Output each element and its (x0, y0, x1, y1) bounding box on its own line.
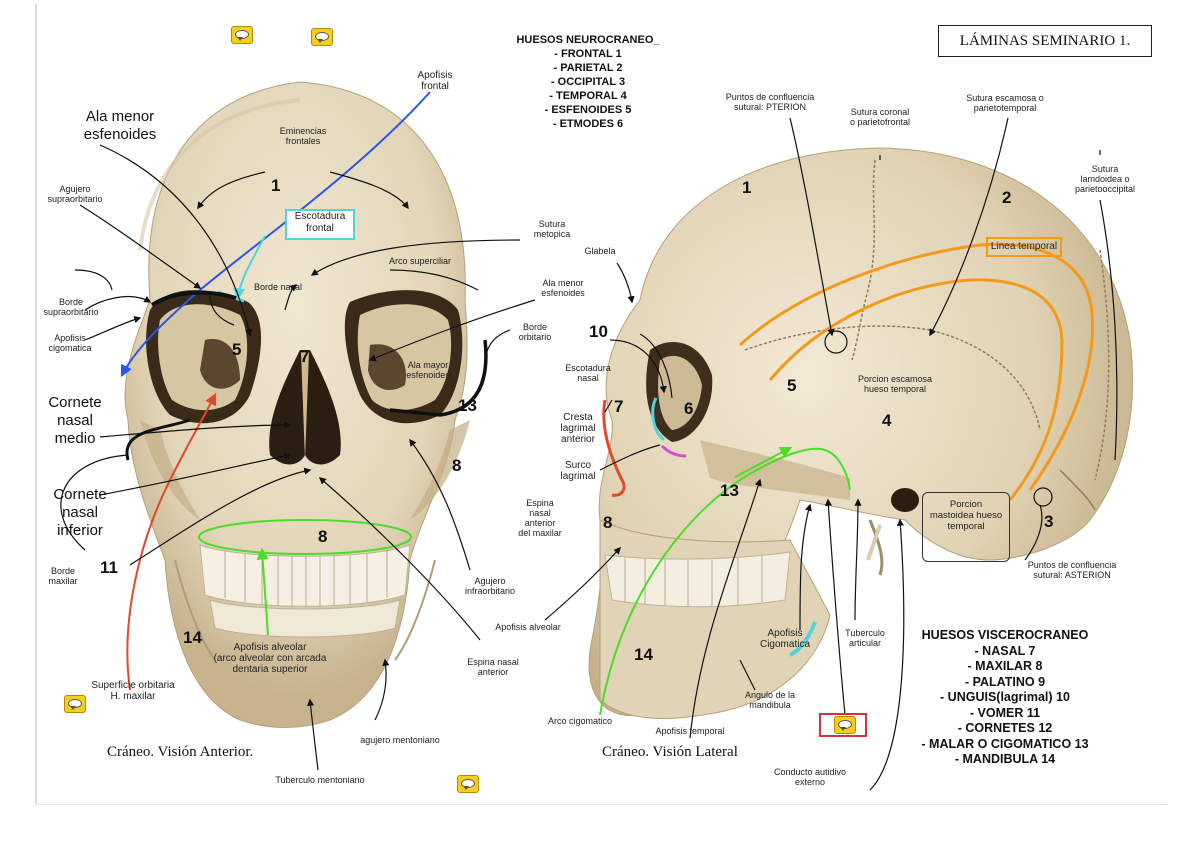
num-etmoides-lat: 6 (684, 399, 694, 418)
anterior-skull (124, 81, 470, 728)
label-ala-menor-big: Ala menor esfenoides (83, 108, 157, 143)
label-espina-nasal: Espina nasal anterior (467, 657, 519, 677)
label-glabela: Glabela (584, 246, 616, 256)
label-pterion: Puntos de confluencia sutural: PTERION (725, 92, 815, 112)
label-apofisis-cigomatica-lat: Apofisis Cigomatica (759, 628, 811, 650)
label-eminencias: Eminencias frontales (279, 126, 327, 146)
num-temporal-lat: 4 (882, 411, 892, 430)
num-mandibula-lat: 14 (634, 645, 653, 664)
viscero-item: - PALATINO 9 (964, 674, 1046, 689)
slide-title-box: LÁMINAS SEMINARIO 1. (938, 25, 1152, 57)
label-apofisis-temporal: Apofisis temporal (655, 726, 725, 736)
caption-lateral: Cráneo. Visión Lateral (602, 744, 738, 760)
neuro-item: - OCCIPITAL 3 (550, 76, 626, 88)
neurocraneo-title: HUESOS NEUROCRANEO_ (516, 34, 660, 46)
num-maxilar-ant-2: 8 (318, 527, 328, 546)
num-frontal-lat: 1 (742, 178, 752, 197)
num-cigomatico-lat: 13 (720, 481, 739, 500)
label-conducto-auditivo: Conducto autidivo externo (773, 767, 847, 787)
num-parietal-lat: 2 (1002, 188, 1012, 207)
viscero-item: - MAXILAR 8 (967, 659, 1043, 673)
label-porcion-mastoidea: Porcion mastoidea hueso temporal (922, 492, 1010, 562)
label-agujero-infraorbitario: Agujero infraorbitario (464, 576, 516, 596)
label-cresta-lagrimal: Cresta lagrimal anterior (560, 412, 596, 445)
page-border (35, 804, 1167, 805)
viscero-item: - CORNETES 12 (957, 721, 1053, 735)
viscerocraneo-title: HUESOS VISCEROCRANEO (921, 628, 1089, 642)
comment-icon[interactable] (231, 26, 253, 44)
viscero-item: - VOMER 11 (969, 705, 1041, 720)
neuro-item: - PARIETAL 2 (553, 62, 623, 74)
viscero-item: - UNGUIS(lagrimal) 10 (940, 690, 1070, 704)
label-arco-superciliar: Arco superciliar (388, 256, 452, 266)
label-agujero-supra: Agujero supraorbitario (47, 184, 103, 204)
label-borde-nasal: Borde nasal (253, 282, 303, 292)
label-sutura-lamdoidea: Sutura lamdoidea o parietooccipital (1074, 164, 1136, 194)
comment-icon[interactable] (64, 695, 86, 713)
comment-icon[interactable] (834, 716, 856, 734)
label-tuberculo-articular: Tuberculo articular (845, 628, 885, 648)
num-occipital-lat: 3 (1044, 512, 1054, 531)
label-sutura-escamosa: Sutura escamosa o parietotemporal (966, 93, 1044, 113)
label-sutura-coronal: Sutura coronal o parietofrontal (849, 107, 911, 127)
label-apofisis-alveolar-lat: Apofisis alveolar (495, 622, 561, 632)
viscero-item: - NASAL 7 (974, 643, 1036, 658)
label-borde-orbitario: Borde orbitario (518, 322, 552, 342)
label-arco-cigomatico: Arco cigomatico (547, 716, 613, 726)
caption-anterior: Cráneo. Visión Anterior. (107, 744, 254, 760)
neuro-item: - ESFENOIDES 5 (544, 104, 632, 116)
label-agujero-mentoniano: agujero mentoniano (360, 735, 440, 745)
num-frontal-ant: 1 (271, 176, 281, 195)
label-surco-lagrimal: Surco lagrimal (560, 460, 596, 482)
num-esfenoides-lat: 5 (787, 376, 797, 395)
viscero-item: - MANDIBULA 14 (954, 752, 1056, 766)
label-cornete-inferior: Cornete nasal inferior (53, 486, 107, 539)
label-escotadura-frontal: Escotadura frontal (285, 209, 355, 240)
label-borde-supraorbitario: Borde supraorbitario (43, 297, 99, 317)
num-nasal-lat: 7 (614, 397, 624, 416)
num-vomer-ant: 11 (100, 558, 118, 577)
neuro-item: - TEMPORAL 4 (549, 90, 627, 102)
label-asterion: Puntos de confluencia sutural: ASTERION (1027, 560, 1117, 580)
comment-icon[interactable] (311, 28, 333, 46)
viscero-item: - MALAR O CIGOMATICO 13 (921, 736, 1089, 751)
viscerocraneo-list: HUESOS VISCEROCRANEO - NASAL 7 - MAXILAR… (890, 628, 1120, 768)
num-unguis-lat: 10 (589, 322, 608, 341)
label-tuberculo-mentoniano: Tuberculo mentoniano (275, 775, 365, 785)
label-angulo-mandibula: Angulo de la mandibula (744, 690, 796, 710)
neuro-item: - ETMODES 6 (552, 118, 624, 130)
label-cornete-medio: Cornete nasal medio (48, 394, 102, 447)
label-borde-maxilar: Borde maxilar (48, 566, 78, 586)
num-mandibula-ant: 14 (183, 628, 202, 647)
red-highlight-frame (819, 713, 867, 737)
num-maxilar-ant-1: 8 (452, 456, 462, 475)
label-apofisis-alveolar-ant: Apofisis alveolar (arco alveolar con arc… (213, 642, 327, 675)
label-escotadura-nasal: Escotadura nasal (565, 363, 611, 383)
label-sutura-metopica: Sutura metopica (533, 219, 571, 239)
label-superficie-orbitaria: Superficie orbitaria H. maxilar (91, 680, 175, 702)
label-apofisis-cigomatica-ant: Apofisis cigomatica (48, 333, 92, 353)
label-apofisis-frontal: Apofisis frontal (417, 70, 453, 92)
label-ala-menor-small: Ala menor esfenoides (541, 278, 585, 298)
num-cigomatico-ant: 13 (458, 396, 477, 415)
num-esfenoides-ant: 5 (232, 340, 242, 359)
label-porcion-escamosa: Porcion escamosa hueso temporal (857, 374, 933, 394)
num-maxilar-lat: 8 (603, 513, 613, 532)
comment-icon[interactable] (457, 775, 479, 793)
label-linea-temporal: Linea temporal (986, 237, 1062, 257)
num-nasal-ant: 7 (300, 347, 310, 366)
label-espina-nasal-maxilar: Espina nasal anterior del maxilar (518, 498, 562, 538)
neuro-item: - FRONTAL 1 (554, 48, 622, 60)
label-ala-mayor: Ala mayor esfenoides (406, 360, 450, 380)
lateral-skull (588, 147, 1134, 719)
neurocraneo-list: HUESOS NEUROCRANEO_ - FRONTAL 1 - PARIET… (488, 33, 688, 131)
